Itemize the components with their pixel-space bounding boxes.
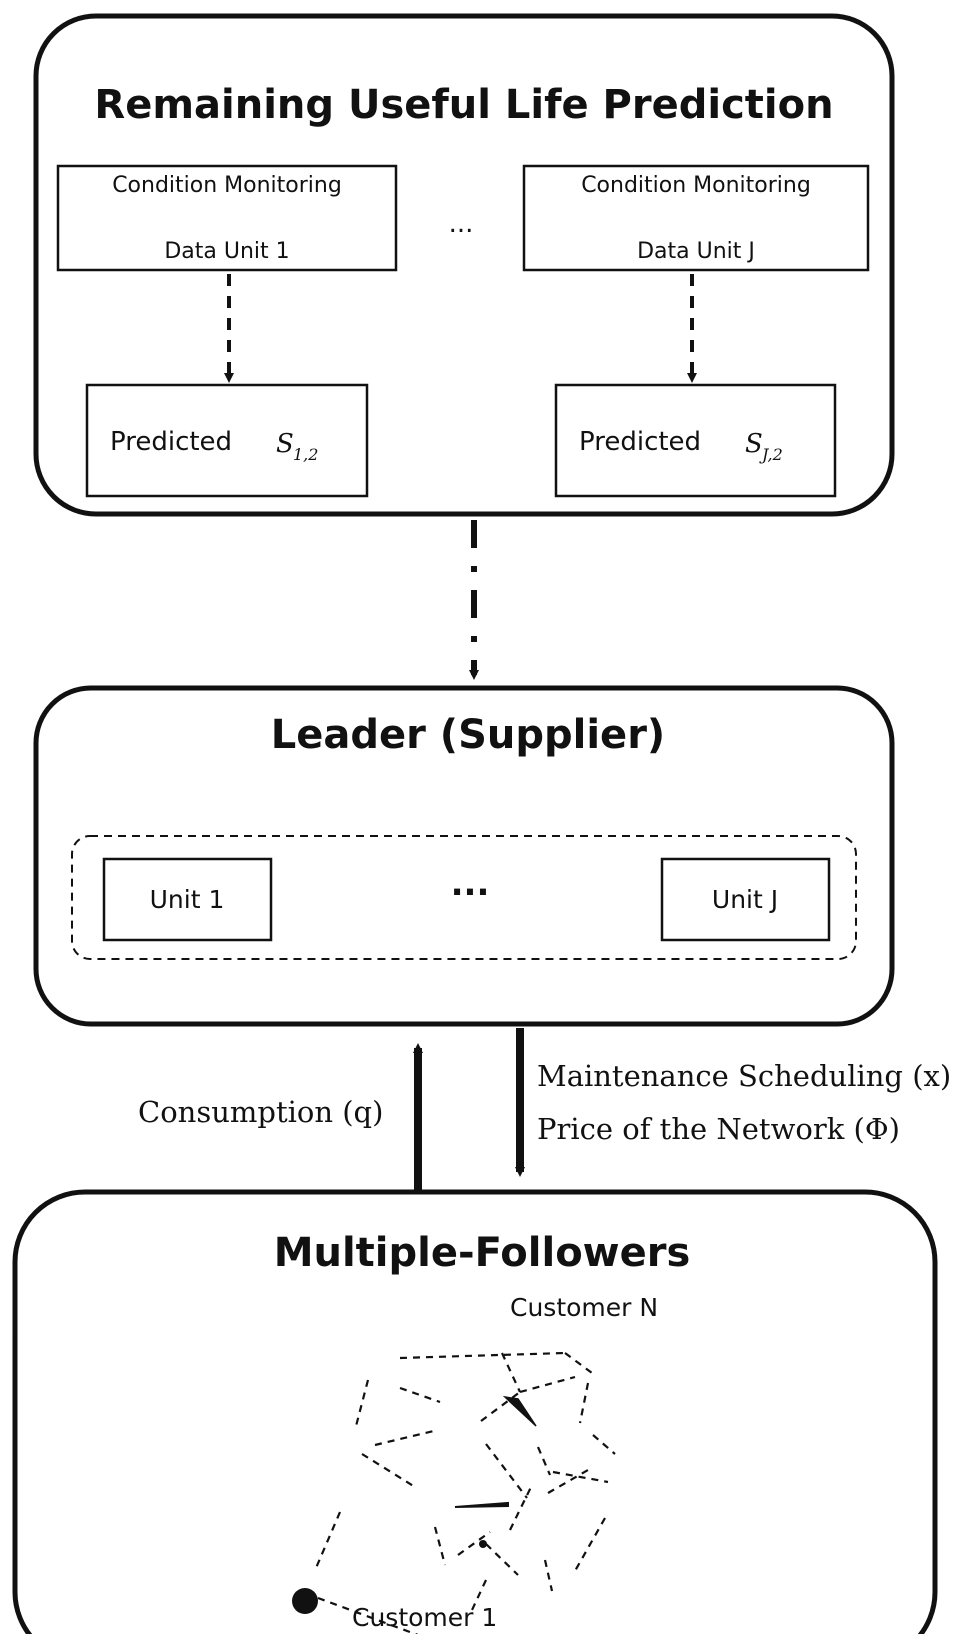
- customer-n-label: Customer N: [510, 1293, 658, 1322]
- leader-panel: [33, 685, 895, 1027]
- customer-1-label: Customer 1: [352, 1603, 497, 1632]
- unit-j-label: Unit J: [712, 885, 778, 914]
- cm-data-box-unit-j: [522, 164, 870, 272]
- followers-panel: [12, 1189, 938, 1634]
- network-price-label: Price of the Network (Φ): [537, 1112, 900, 1146]
- maintenance-scheduling-label: Maintenance Scheduling (x): [537, 1059, 951, 1093]
- leader-units-group: [71, 835, 857, 960]
- rul-panel: [33, 13, 895, 517]
- customer-network: [314, 1351, 616, 1634]
- cm-data-box-unit-1-line1: Condition Monitoring: [112, 173, 342, 198]
- predicted-box-unit-j-symbol: S: [745, 429, 763, 459]
- unit-j-box: [660, 857, 831, 942]
- rul-panel-title: Remaining Useful Life Prediction: [94, 82, 833, 128]
- predicted-box-unit-1-symbol: S: [276, 429, 294, 459]
- customer-1-node: [292, 1588, 318, 1614]
- network-node-small: [479, 1540, 487, 1548]
- predicted-box-unit-j-label: Predicted: [579, 427, 701, 457]
- cm-data-box-unit-1-line2: Data Unit 1: [164, 239, 289, 264]
- cm-data-box-unit-j-line2: Data Unit J: [637, 239, 755, 264]
- predicted-box-unit-j-subscript: J,2: [759, 445, 783, 464]
- unit-1-label: Unit 1: [150, 885, 225, 914]
- predicted-box-unit-1-label: Predicted: [110, 427, 232, 457]
- followers-panel-title: Multiple-Followers: [274, 1230, 691, 1276]
- network-hub-top: [502, 1395, 537, 1427]
- cm-data-box-unit-j-line1: Condition Monitoring: [581, 173, 811, 198]
- predicted-box-unit-j: [554, 383, 837, 498]
- consumption-label: Consumption (q): [138, 1095, 383, 1129]
- unit-1-box: [102, 857, 273, 942]
- rul-ellipsis: ...: [449, 209, 474, 239]
- predicted-box-unit-1-subscript: 1,2: [293, 445, 318, 464]
- network-hub-middle: [454, 1501, 509, 1508]
- leader-panel-title: Leader (Supplier): [271, 712, 665, 758]
- cm-data-box-unit-1: [56, 164, 398, 272]
- predicted-box-unit-1: [85, 383, 369, 498]
- leader-ellipsis: ...: [451, 864, 490, 904]
